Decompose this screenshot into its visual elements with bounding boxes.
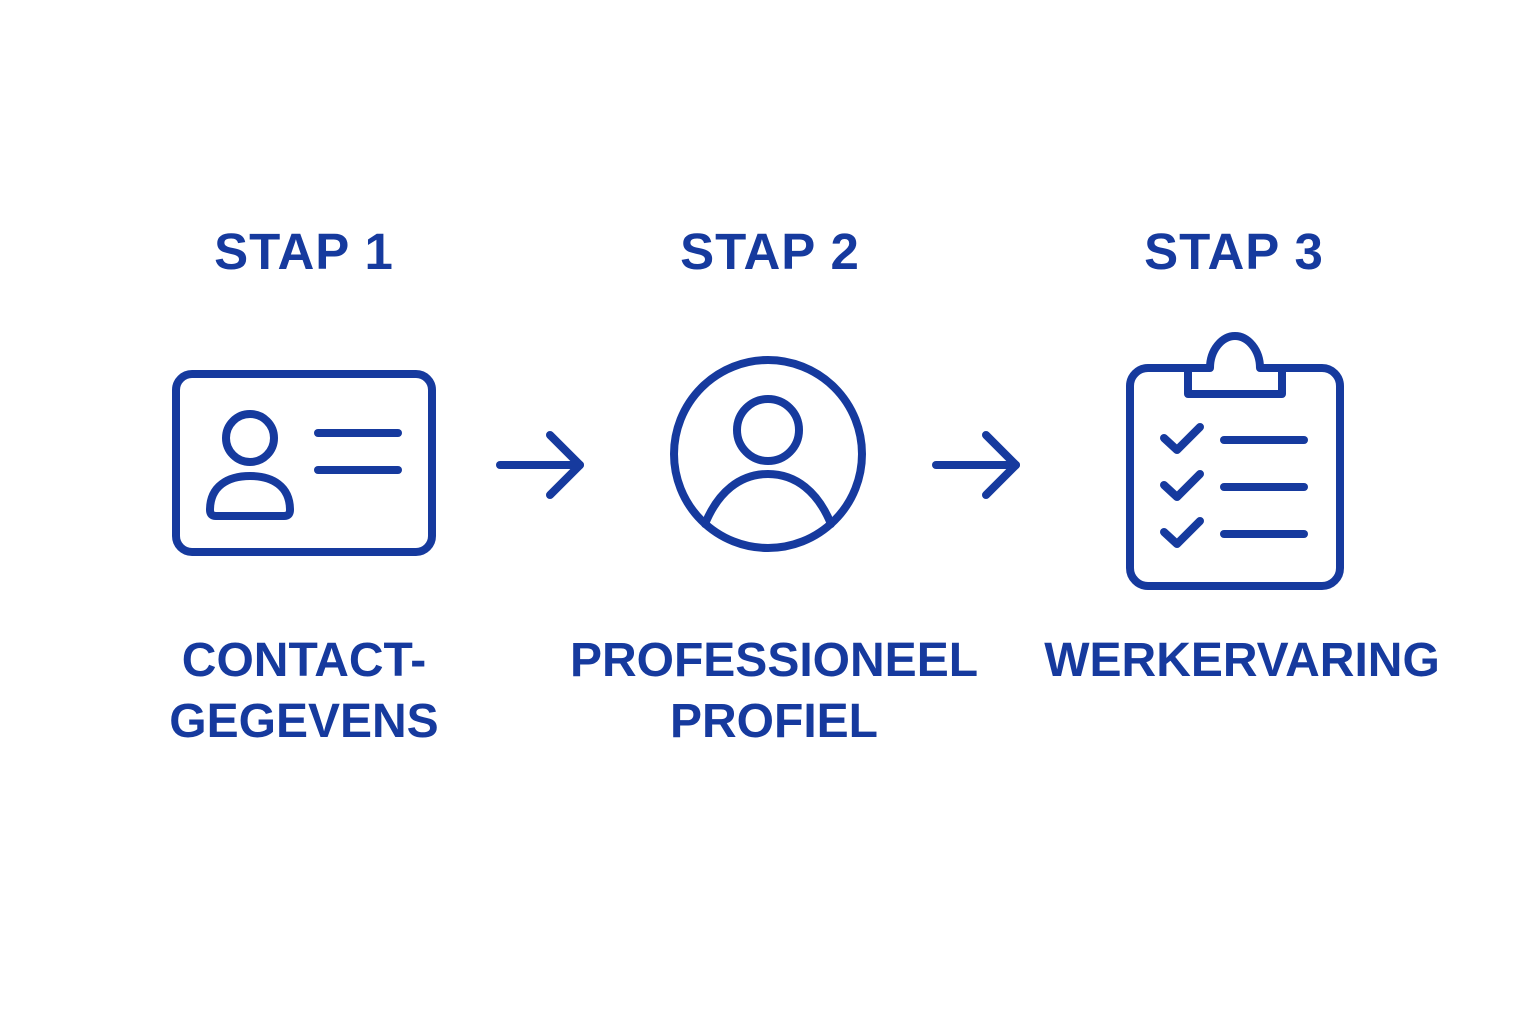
arrow-right-icon	[496, 430, 588, 500]
step-1-label-line-1: CONTACT-	[181, 634, 427, 687]
arrow-right-icon	[932, 430, 1024, 500]
step-2-title: STAP 2	[680, 223, 860, 280]
user-circle-icon	[668, 354, 868, 554]
step-3-label-line-1: WERKERVARING	[1044, 634, 1440, 687]
id-card-icon	[170, 368, 438, 558]
step-2-label-line-1: PROFESSIONEEL	[569, 634, 979, 687]
clipboard-checklist-icon	[1124, 328, 1346, 592]
step-1-title: STAP 1	[214, 223, 394, 280]
step-3-title: STAP 3	[1144, 223, 1324, 280]
step-1-label: CONTACT- GEGEVENS	[84, 630, 524, 752]
step-1-label-line-2: GEGEVENS	[169, 695, 439, 748]
step-2-label: PROFESSIONEEL PROFIEL	[554, 630, 994, 752]
step-3-label: WERKERVARING	[1022, 630, 1462, 691]
step-2-label-line-2: PROFIEL	[669, 695, 878, 748]
